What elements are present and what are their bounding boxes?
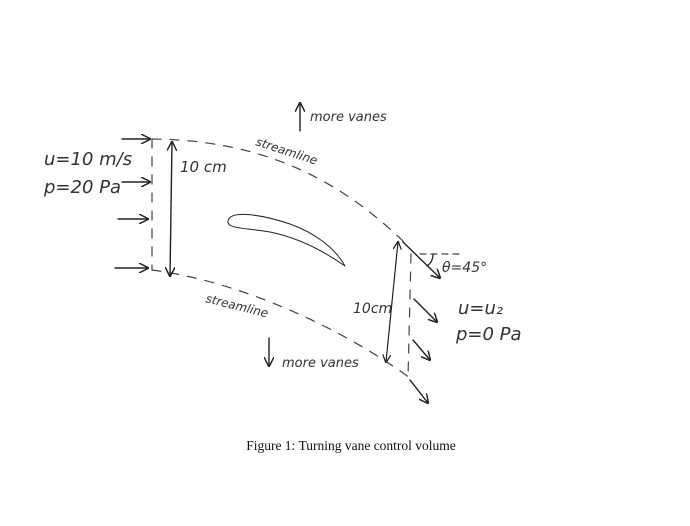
lower-streamline-label: streamline (204, 291, 269, 320)
inlet-velocity-arrows (114, 139, 150, 268)
outlet-height-dimension (386, 242, 398, 362)
outlet-boundary (407, 253, 412, 379)
figure-caption: Figure 1: Turning vane control volume (246, 438, 456, 453)
outlet-height-label: 10cm (353, 301, 392, 317)
turning-vane-airfoil (227, 213, 346, 267)
inlet-velocity-label: u=10 m/s (44, 149, 132, 170)
upper-streamline (151, 138, 406, 244)
inlet-pressure-label: p=20 Pa (43, 177, 121, 198)
more-vanes-bottom-label: more vanes (282, 356, 359, 371)
inlet-height-label: 10 cm (180, 158, 227, 176)
outlet-velocity-label: u=u₂ (458, 298, 503, 319)
outlet-angle-label: θ=45° (442, 260, 487, 276)
outlet-pressure-label: p=0 Pa (455, 324, 522, 345)
upper-streamline-label: streamline (254, 135, 319, 168)
angle-arc-icon (426, 253, 434, 267)
outlet-velocity-arrows (402, 241, 440, 403)
inlet-height-dimension (170, 142, 172, 276)
more-vanes-top-label: more vanes (310, 110, 387, 125)
lower-streamline (151, 269, 411, 379)
